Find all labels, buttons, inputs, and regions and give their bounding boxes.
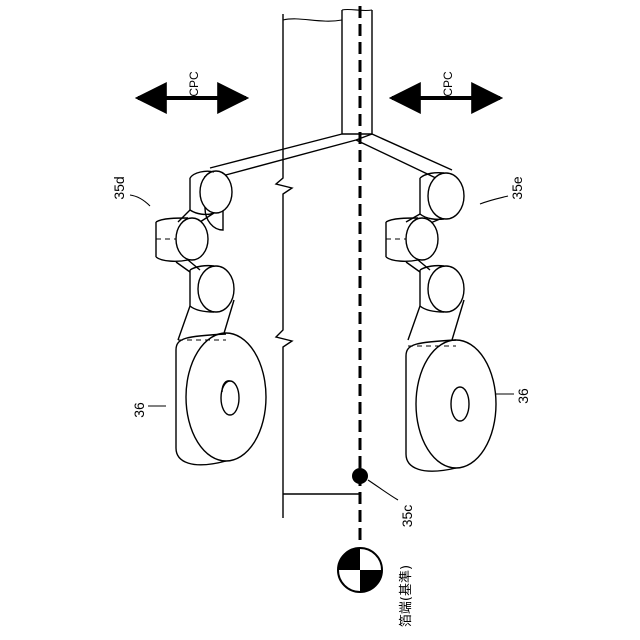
sensor-label-35c: 35c [399, 505, 415, 528]
reel-label-right: 36 [515, 388, 531, 404]
reel-label-left: 36 [131, 402, 147, 418]
foil-edge-reference-label: 箔端(基準) [398, 565, 414, 627]
unit-label-35e: 35e [509, 176, 525, 200]
foil-strip [342, 9, 372, 134]
unit-label-35d: 35d [111, 176, 127, 199]
roller-unit-35d [156, 134, 372, 465]
cpc-label-right: CPC [441, 71, 455, 97]
roller-unit-35e [356, 134, 496, 471]
cpc-label-left: CPC [187, 71, 201, 97]
filled-dot-icon [352, 468, 368, 484]
foil-sheet [276, 14, 360, 518]
leader-35e [480, 196, 508, 204]
quartered-circle-target-icon [338, 548, 382, 592]
leader-35d [130, 195, 150, 206]
sensor-leader-line [368, 480, 398, 500]
